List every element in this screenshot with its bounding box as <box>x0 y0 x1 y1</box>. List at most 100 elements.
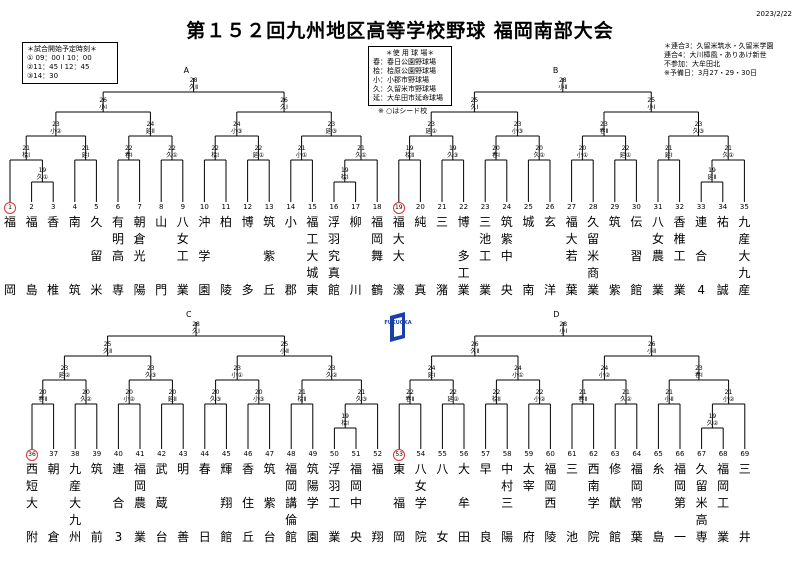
round3-label-venue: 久③ <box>692 128 705 135</box>
team-number: 51 <box>351 450 361 458</box>
final-round-label-venue: 久Ⅰ <box>192 328 200 335</box>
team-name: 祐 誠 <box>716 215 729 297</box>
team-name: 三 潴 <box>435 215 448 297</box>
round4-label-venue: 小Ⅱ <box>279 348 289 355</box>
team-number: 58 <box>502 450 512 458</box>
round2-label-venue: 桧Ⅱ <box>297 396 307 403</box>
round2-label-game: 21 <box>357 145 365 152</box>
team-number: 40 <box>113 450 123 458</box>
final-round-label-venue: 小Ⅱ <box>558 84 568 91</box>
team-number: 17 <box>351 203 361 211</box>
round2-label-game: 20 <box>168 389 177 396</box>
round3-label-game: 23 <box>60 365 69 372</box>
team-name: 九 産 大 九 州 <box>69 462 82 544</box>
round1-label-venue: 久② <box>706 420 719 427</box>
round2-label-venue: 延Ⅰ <box>81 152 90 159</box>
team-number: 44 <box>200 450 210 458</box>
round2-label-game: 20 <box>578 145 587 152</box>
team-name: 筑 紫 <box>608 215 621 297</box>
round3-label-venue: 春Ⅰ <box>695 372 703 379</box>
team-name: 筑 紫 丘 <box>263 215 276 297</box>
venues-header: ＊使 用 球 場＊ <box>385 49 435 57</box>
team-name: 小 郡 <box>284 215 297 297</box>
team-name: 柳 川 <box>349 215 362 297</box>
round2-label-venue: 久① <box>355 152 367 159</box>
team-number: 25 <box>523 203 533 211</box>
team-number: 13 <box>264 203 274 211</box>
round2-label-game: 21 <box>664 145 673 152</box>
round3-label-game: 23 <box>327 121 336 128</box>
team-number: 55 <box>437 450 447 458</box>
team-number: 5 <box>94 203 99 211</box>
logo-text: FUKUOKA <box>384 320 412 326</box>
round2-label-game: 22 <box>406 389 414 396</box>
round2-label-venue: 春Ⅰ <box>124 152 133 159</box>
round3-label-game: 24 <box>600 365 609 372</box>
block-label: B <box>552 66 559 75</box>
team-number: 32 <box>675 203 685 211</box>
team-name: 連 合 4 <box>695 215 708 297</box>
round2-label-game: 21 <box>81 145 90 152</box>
round3-label-venue: 小① <box>512 372 524 379</box>
block-label: D <box>553 310 560 319</box>
team-number: 11 <box>221 203 231 211</box>
round2-label-game: 22 <box>492 389 501 396</box>
block-label: C <box>186 310 192 319</box>
start-times-box: ＊試合開始予定時刻＊ ① 09：00 Ⅰ 10：00 ②11：45 Ⅰ 12：4… <box>22 42 118 84</box>
team-number: 2 <box>29 203 34 211</box>
team-name: 沖 学 園 <box>198 215 211 297</box>
note-line: 連合4：大川樟風・ありあけ新世 <box>664 51 767 59</box>
document-date: 2023/2/22 <box>756 10 792 18</box>
notes: ＊連合3：久留米筑水・久留米学園 連合4：大川樟風・ありあけ新世 不参加：大牟田… <box>664 42 773 78</box>
team-name: 西 南 学 院 <box>587 462 600 544</box>
team-name: 純 真 <box>414 215 427 297</box>
round2-label-venue: 久② <box>620 396 632 403</box>
round1-label-game: 19 <box>341 413 349 420</box>
round2-label-venue: 小② <box>533 396 546 403</box>
round2-label-venue: 久① <box>533 152 545 159</box>
team-number: 27 <box>567 203 577 211</box>
round3-label-game: 23 <box>427 121 435 128</box>
round2-label-game: 22 <box>124 145 133 152</box>
team-number: 36 <box>26 449 38 461</box>
round1-label-venue: 久① <box>36 174 49 181</box>
team-name: 柏 陵 <box>219 215 232 297</box>
team-name: 福 翔 <box>371 462 384 544</box>
team-name: 博 多 工 業 <box>457 215 470 297</box>
team-name: 筑 前 <box>90 462 103 544</box>
round3-label-game: 23 <box>327 365 336 372</box>
team-name: 有 明 高 専 <box>111 215 124 297</box>
team-name: 中 村 三 陽 <box>501 462 514 544</box>
final-round-label-game: 28 <box>192 321 200 328</box>
note-line: ※予備日：3月27・29・30日 <box>664 69 758 77</box>
round2-label-game: 22 <box>535 389 544 396</box>
round2-label-venue: 小① <box>295 152 308 159</box>
team-name: 筑 紫 台 <box>263 462 276 544</box>
team-name: 早 良 <box>479 462 492 544</box>
team-number: 33 <box>696 203 706 211</box>
team-number: 50 <box>329 450 339 458</box>
round2-label-game: 19 <box>448 145 457 152</box>
team-number: 69 <box>740 450 750 458</box>
team-name: 福 岡 <box>3 215 16 297</box>
team-name: 大 牟 田 <box>457 462 470 544</box>
round4-label-venue: 久Ⅰ <box>470 104 479 111</box>
round2-label-venue: 桧Ⅱ <box>491 396 501 403</box>
fukuoka-logo: FUKUOKA <box>383 311 413 345</box>
round2-label-game: 20 <box>535 145 543 152</box>
team-number: 67 <box>697 450 707 458</box>
round2-label-game: 22 <box>211 145 219 152</box>
team-number: 18 <box>372 203 382 211</box>
round2-label-venue: 久① <box>166 152 178 159</box>
round2-label-venue: 小Ⅱ <box>664 396 674 403</box>
team-name: 八 女 農 業 <box>651 215 664 297</box>
venue-line: 春：春日公園野球場 <box>373 58 436 66</box>
round1-label-venue: 桧Ⅰ <box>340 174 349 181</box>
round2-label-game: 21 <box>724 389 733 396</box>
round3-label-venue: 小② <box>50 128 62 135</box>
round1-label-game: 19 <box>340 167 349 174</box>
team-number: 35 <box>739 203 749 211</box>
team-name: 福 岡 工 業 <box>717 462 730 544</box>
round4-label-game: 26 <box>470 341 479 348</box>
round4-label-game: 25 <box>647 97 656 104</box>
